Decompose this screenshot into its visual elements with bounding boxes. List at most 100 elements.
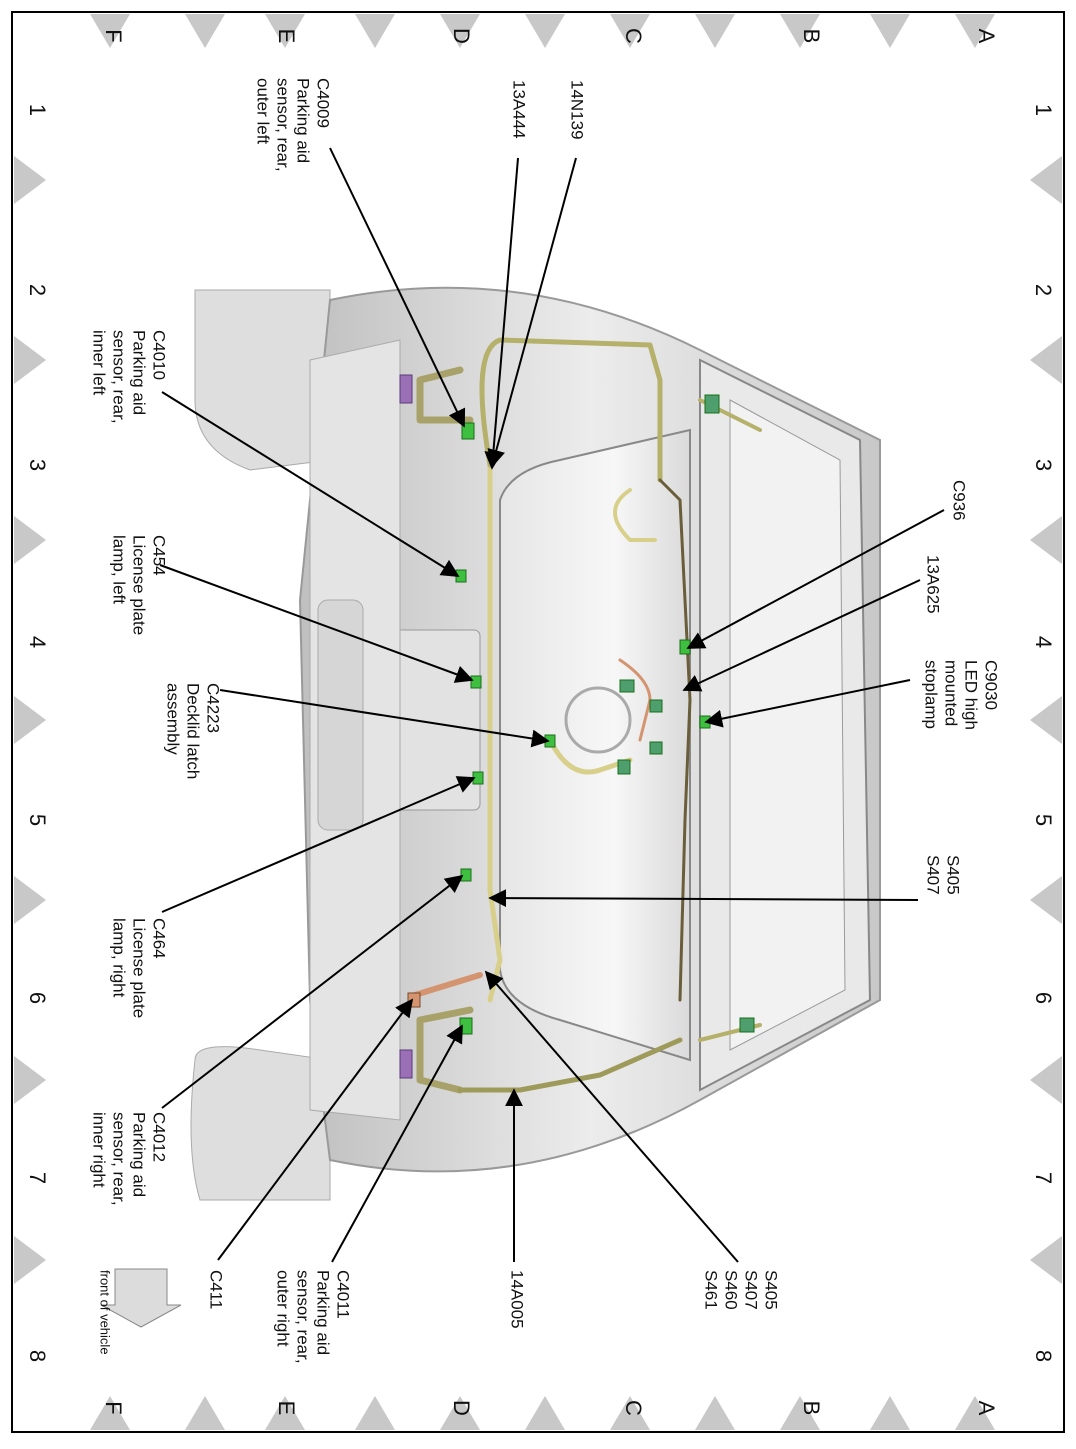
callout-c4223-line: C4223: [204, 683, 223, 733]
connector-latch-a: [619, 679, 635, 693]
callout-c4011-line: C4011: [334, 1270, 353, 1319]
grid-row-label-top: F: [101, 29, 126, 42]
callout-c4011-line: sensor, rear,: [294, 1270, 313, 1364]
border-triangle-left: [14, 876, 46, 924]
border-triangle-bottom: [90, 1396, 130, 1430]
grid-row-label-top: C: [621, 28, 646, 44]
harness-lid: [658, 478, 692, 1002]
callout-c4010-line: sensor, rear,: [110, 330, 129, 424]
callout-c464-line: License plate: [130, 918, 149, 1018]
border-triangle-bottom: [440, 1396, 480, 1430]
border-triangle-bottom: [265, 1396, 305, 1430]
callout-c4011-line: Parking aid: [314, 1270, 333, 1355]
callout-c4012-line: inner right: [90, 1112, 109, 1188]
callout-front: front of vehicle: [98, 1270, 113, 1355]
callout-c464-line: C464: [150, 918, 169, 959]
leader-c4223: [219, 689, 550, 748]
border-triangle-right: [1030, 876, 1062, 924]
callout-n13a625: 13A625: [924, 555, 943, 614]
grid-col-label-right: 3: [1031, 459, 1056, 471]
border-triangle-right: [1030, 516, 1062, 564]
border-triangle-right: [1030, 336, 1062, 384]
grid-col-label-right: 5: [1031, 814, 1056, 826]
grid-row-label-top: D: [449, 28, 474, 44]
callout-c4009-line: C4009: [314, 78, 333, 128]
grid-row-label-bottom: E: [274, 1401, 299, 1416]
grid-col-label-right: 6: [1031, 992, 1056, 1004]
border-triangle-top: [695, 14, 735, 48]
leader-c411: [217, 998, 414, 1261]
leader-s405a: [488, 889, 919, 908]
harness-right-sensors: [416, 1006, 474, 1094]
callout-c411: C411: [207, 1270, 226, 1309]
bumper-end-left: [194, 289, 331, 471]
latch-opening: [564, 686, 632, 754]
border-triangle-top: [870, 14, 910, 48]
border-triangle-right: [1030, 1056, 1062, 1104]
callout-n14a005: 14A005: [508, 1270, 527, 1329]
callout-c454-line: C454: [150, 535, 169, 576]
border-triangle-bottom: [185, 1396, 225, 1430]
callout-n13a444-line: 13A444: [510, 80, 529, 139]
grid-col-label-left: 8: [25, 1350, 50, 1362]
connector-purple-right: [399, 1049, 413, 1079]
border-triangles: [14, 14, 1062, 1430]
grid-col-label-right: 4: [1031, 636, 1056, 648]
callout-c4012-line: C4012: [150, 1112, 169, 1162]
connector-latch-c: [649, 741, 663, 755]
callout-c936: C936: [950, 480, 969, 521]
border-triangle-left: [14, 516, 46, 564]
callout-s405a-line: S405: [944, 855, 963, 895]
callout-c4010-line: inner left: [90, 330, 109, 395]
front-of-vehicle-arrow-icon: [100, 1268, 182, 1328]
leader-c4011: [331, 1024, 463, 1263]
leader-c464: [161, 776, 476, 913]
border-triangle-top: [780, 14, 820, 48]
grid-col-label-left: 3: [25, 459, 50, 471]
license-plate-recess: [389, 629, 481, 811]
leader-c4012: [161, 874, 464, 1109]
leader-c936: [686, 509, 945, 649]
callout-c4010-line: C4010: [150, 330, 169, 380]
border-triangle-top: [185, 14, 225, 48]
grid-col-label-right: 7: [1031, 1172, 1056, 1184]
grid-row-label-top: E: [274, 29, 299, 44]
callout-c464-line: lamp, right: [110, 918, 129, 998]
callout-c4011-line: outer right: [274, 1270, 293, 1347]
grid-col-label-right: 8: [1031, 1350, 1056, 1362]
border-triangle-right: [1030, 696, 1062, 744]
grid-col-label-left: 5: [25, 814, 50, 826]
border-triangle-bottom: [355, 1396, 395, 1430]
grid-row-label-top: A: [974, 29, 999, 44]
leader-lines: [159, 147, 945, 1263]
leader-c454: [159, 564, 474, 683]
callout-front-line: front of vehicle: [98, 1270, 113, 1355]
border-triangle-bottom: [525, 1396, 565, 1430]
border-triangle-top: [90, 14, 130, 48]
harness-bottom-right: [457, 1037, 683, 1093]
callout-c454-line: License plate: [130, 535, 149, 635]
frame-outer: [11, 11, 1065, 1433]
callout-s405a-line: S407: [924, 855, 943, 895]
grid-row-label-bottom: F: [101, 1401, 126, 1414]
grid-row-label-bottom: A: [974, 1401, 999, 1416]
callout-c9030-line: LED high: [962, 660, 981, 730]
harness-latch: [547, 737, 633, 775]
leader-13a625: [682, 579, 921, 692]
callout-c4010-line: Parking aid: [130, 330, 149, 415]
border-triangle-left: [14, 696, 46, 744]
callout-s405b-line: S407: [742, 1270, 761, 1310]
border-triangle-bottom: [955, 1396, 995, 1430]
grid-row-label-bottom: C: [621, 1400, 646, 1416]
leader-s405b: [484, 970, 739, 1263]
border-triangle-top: [355, 14, 395, 48]
border-triangle-left: [14, 336, 46, 384]
connector-c411: [407, 992, 421, 1008]
callout-c454-line: lamp, left: [110, 535, 129, 604]
